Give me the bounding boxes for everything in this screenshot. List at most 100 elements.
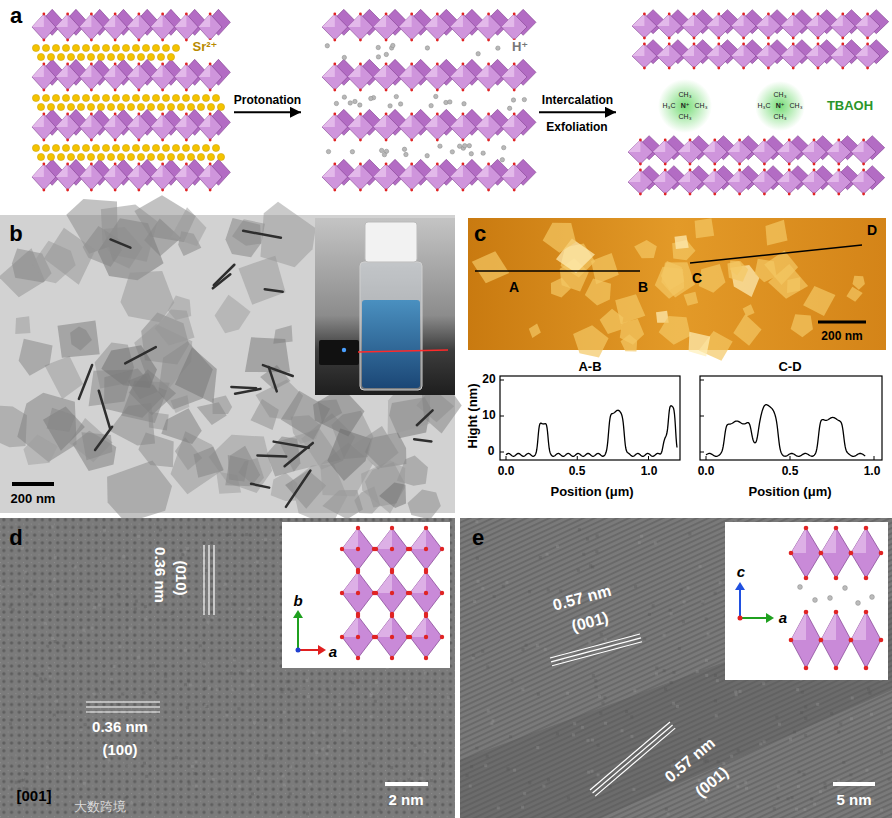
- strontium-ions: [32, 44, 39, 51]
- hrtem-image: [62, 645, 65, 648]
- exfoliated-nanosheets: [756, 44, 768, 56]
- afm-image: [690, 245, 862, 263]
- proton-dots: [425, 46, 429, 50]
- protonated-perovskite: [450, 64, 476, 90]
- layered-perovskite: [185, 39, 188, 42]
- hrtem-image-side: [715, 714, 718, 717]
- hrtem-image-side: [586, 739, 589, 742]
- layered-perovskite: [103, 14, 115, 27]
- strontium-ions: [142, 44, 149, 51]
- process-arrow: [539, 111, 616, 113]
- hrtem-image-side: [793, 731, 796, 734]
- exfoliated-nanosheets: [756, 44, 781, 68]
- layered-perovskite: [66, 189, 69, 192]
- hrtem-image-side: [544, 648, 547, 651]
- exfoliated-nanosheets: [682, 44, 707, 68]
- crystal-inset-side: [725, 522, 888, 680]
- hrtem-image-side: [796, 688, 799, 691]
- hrtem-image: [134, 607, 137, 610]
- lattice-plane: (100): [102, 742, 137, 759]
- crystal-inset: [424, 547, 428, 551]
- layered-perovskite: [56, 164, 68, 177]
- strontium-ions: [42, 44, 49, 51]
- hrtem-image-side: [810, 798, 813, 801]
- hrtem-image-side: [481, 587, 484, 590]
- exfoliated-nanosheets: [731, 14, 756, 38]
- species-label: TBAOH: [825, 99, 875, 113]
- layered-perovskite: [66, 63, 69, 66]
- strontium-ions: [62, 144, 69, 151]
- hrtem-image: [65, 602, 68, 605]
- hrtem-image: [390, 766, 393, 769]
- tick-label: 0.5: [782, 465, 799, 478]
- hrtem-image: [327, 690, 330, 693]
- protonated-perovskite: [501, 64, 527, 90]
- exfoliated-nanosheets: [862, 169, 865, 172]
- protonated-perovskite: [410, 89, 413, 92]
- layered-perovskite: [127, 64, 139, 77]
- crystal-inset: [356, 570, 360, 574]
- proton-dots: [398, 102, 402, 106]
- tem-image: [120, 271, 174, 322]
- tem-image: [175, 347, 217, 403]
- hrtem-image: [238, 785, 241, 788]
- crystal-inset-side: [798, 585, 803, 590]
- layered-perovskite: [80, 14, 104, 40]
- strontium-ions: [162, 44, 169, 51]
- layered-perovskite: [175, 64, 187, 77]
- height-profile: [500, 452, 504, 453]
- hrtem-image-side: [521, 688, 524, 691]
- hrtem-image-side: [460, 518, 892, 818]
- layered-perovskite: [185, 139, 188, 142]
- hrtem-image: [53, 714, 56, 717]
- strontium-ions: [207, 103, 214, 110]
- layered-perovskite: [114, 89, 117, 92]
- height-profile: [700, 376, 882, 460]
- crystal-inset: [298, 649, 320, 651]
- strontium-ions: [212, 94, 219, 101]
- exfoliated-nanosheets: [806, 44, 831, 68]
- exfoliated-nanosheets: [632, 14, 657, 38]
- tem-image: [101, 205, 158, 262]
- hrtem-image: [230, 672, 233, 675]
- hrtem-image-side: [804, 706, 807, 709]
- exfoliated-nanosheets: [668, 37, 671, 40]
- exfoliated-nanosheets: [826, 170, 851, 194]
- strontium-ions: [107, 153, 114, 160]
- layered-perovskite: [103, 14, 127, 40]
- afm-image: [659, 316, 691, 345]
- hrtem-image-side: [791, 796, 794, 799]
- crystal-inset: [297, 616, 299, 650]
- hrtem-image: [44, 622, 47, 625]
- hrtem-image: [212, 778, 215, 781]
- hrtem-image-side: [632, 788, 635, 791]
- layered-perovskite: [137, 63, 140, 66]
- panel-letter: a: [10, 4, 22, 28]
- strontium-ions: [167, 53, 174, 60]
- hrtem-image-side: [842, 761, 845, 764]
- layered-perovskite: [56, 164, 80, 190]
- crystal-inset: [376, 528, 392, 549]
- methyl-group: CH₃: [679, 113, 692, 121]
- strontium-ions: [217, 153, 224, 160]
- protonated-perovskite: [333, 13, 336, 16]
- strontium-ions: [202, 94, 209, 101]
- exfoliated-nanosheets: [727, 170, 739, 182]
- exfoliated-nanosheets: [802, 170, 827, 194]
- hrtem-image-side: [511, 679, 514, 682]
- exfoliated-nanosheets: [628, 170, 653, 194]
- hrtem-image: [1, 586, 4, 589]
- hrtem-image-side: [466, 774, 469, 777]
- hrtem-image-side: [487, 709, 490, 712]
- hrtem-image: [111, 681, 114, 684]
- hrtem-image-side: [705, 617, 708, 620]
- protonated-perovskite: [385, 89, 388, 92]
- layered-perovskite: [32, 14, 56, 40]
- layered-perovskite: [161, 39, 164, 42]
- proton-dots: [326, 149, 330, 153]
- ammonium-n: N⁺: [776, 102, 785, 110]
- hrtem-image: [327, 745, 330, 748]
- exfoliated-nanosheets: [717, 13, 720, 16]
- strontium-ions: [52, 44, 59, 51]
- proton-dots: [507, 106, 511, 110]
